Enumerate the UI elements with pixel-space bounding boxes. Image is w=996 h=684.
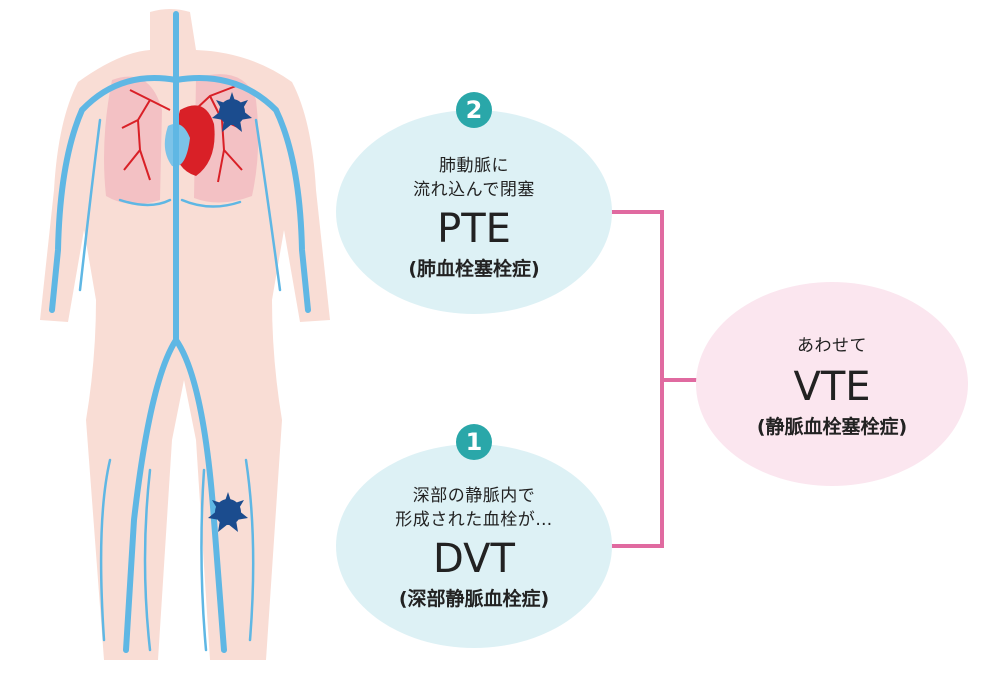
human-body-figure — [40, 9, 330, 660]
dvt-line2: 形成された血栓が… — [395, 510, 553, 530]
dvt-full: (深部静脈血栓症) — [398, 588, 550, 610]
pte-full: (肺血栓塞栓症) — [408, 258, 540, 280]
blood-clot-icon — [208, 492, 248, 532]
pte-line2: 流れ込んで閉塞 — [413, 180, 535, 200]
veins — [49, 11, 311, 653]
pte-number-badge: 2 — [456, 92, 492, 128]
pte-bubble: 肺動脈に 流れ込んで閉塞 PTE (肺血栓塞栓症) — [336, 110, 612, 314]
pte-abbr: PTE — [437, 206, 511, 252]
dvt-line1: 深部の静脈内で — [412, 486, 536, 506]
vte-intro: あわせて — [797, 336, 867, 356]
dvt-abbr: DVT — [433, 536, 515, 582]
left-lung — [104, 76, 162, 205]
blood-clot-icon — [212, 92, 252, 132]
small-veins — [78, 118, 282, 652]
pte-line1: 肺動脈に — [439, 156, 509, 176]
vte-full: (静脈血栓塞栓症) — [756, 416, 908, 438]
dvt-bubble: 深部の静脈内で 形成された血栓が… DVT (深部静脈血栓症) — [336, 444, 612, 648]
vte-bubble: あわせて VTE (静脈血栓塞栓症) — [696, 282, 968, 486]
dvt-number-badge: 1 — [456, 424, 492, 460]
vte-abbr: VTE — [793, 364, 871, 410]
